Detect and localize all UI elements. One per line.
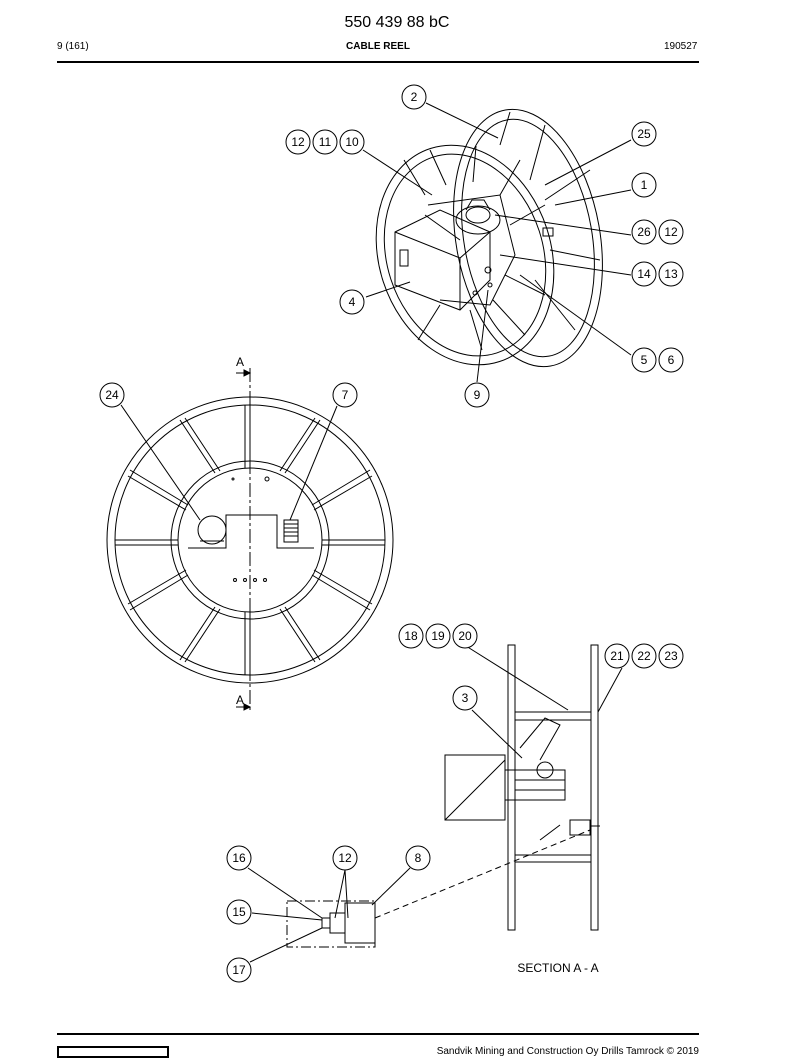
detail-view [286,829,591,948]
balloon-12-b: 12 [658,219,684,245]
section-mark-bottom: A [236,693,244,707]
balloon-23: 23 [658,643,684,669]
front-view [106,368,394,712]
svg-text:15: 15 [232,905,246,919]
svg-text:14: 14 [637,267,651,281]
leader-lines [120,102,632,963]
document-date: 190527 [664,41,698,52]
svg-text:18: 18 [404,629,418,643]
balloon-3: 3 [452,685,478,711]
balloon-24: 24 [99,382,125,408]
balloon-13: 13 [658,261,684,287]
balloon-11: 11 [312,129,338,155]
balloon-8: 8 [405,845,431,871]
section-view [444,644,600,931]
svg-text:4: 4 [349,295,356,309]
balloon-22: 22 [631,643,657,669]
svg-text:7: 7 [342,388,349,402]
svg-text:13: 13 [664,267,678,281]
balloon-14: 14 [631,261,657,287]
section-label: SECTION A - A [517,961,598,975]
header-divider [57,61,699,63]
balloon-26: 26 [631,219,657,245]
svg-text:26: 26 [637,225,651,239]
document-number: 550 439 88 bC [344,14,450,31]
brand-logo [57,1046,169,1058]
balloon-16: 16 [226,845,252,871]
svg-text:12: 12 [338,851,352,865]
balloon-25: 25 [631,121,657,147]
svg-text:21: 21 [610,649,624,663]
balloon-7: 7 [332,382,358,408]
balloon-2: 2 [401,84,427,110]
svg-text:11: 11 [319,135,332,149]
svg-text:10: 10 [345,135,359,149]
balloon-21: 21 [604,643,630,669]
footer-copyright: Sandvik Mining and Construction Oy Drill… [436,1046,699,1057]
balloon-18: 18 [398,623,424,649]
isometric-view [375,108,603,368]
svg-text:20: 20 [458,629,472,643]
balloon-4: 4 [339,289,365,315]
balloon-1: 1 [631,172,657,198]
footer-divider [57,1033,699,1035]
balloon-5: 5 [631,347,657,373]
balloon-17: 17 [226,957,252,983]
balloon-12-a: 12 [285,129,311,155]
svg-text:8: 8 [415,851,422,865]
svg-text:16: 16 [232,851,246,865]
svg-text:5: 5 [641,353,648,367]
balloon-9: 9 [464,382,490,408]
svg-text:25: 25 [637,127,651,141]
section-mark-top: A [236,355,244,369]
svg-text:6: 6 [668,353,675,367]
svg-text:9: 9 [474,388,481,402]
balloons: 2 12 11 10 25 1 26 12 14 13 4 5 6 9 24 7… [99,84,684,983]
page-title: CABLE REEL [346,41,410,52]
svg-text:12: 12 [664,225,678,239]
balloon-20: 20 [452,623,478,649]
svg-text:17: 17 [232,963,246,977]
balloon-6: 6 [658,347,684,373]
svg-text:23: 23 [664,649,678,663]
svg-text:1: 1 [641,178,648,192]
svg-text:22: 22 [637,649,651,663]
balloon-15: 15 [226,899,252,925]
svg-text:19: 19 [431,629,445,643]
svg-text:12: 12 [291,135,305,149]
page-number: 9 (161) [57,41,89,52]
svg-text:3: 3 [462,691,469,705]
balloon-19: 19 [425,623,451,649]
svg-text:24: 24 [105,388,119,402]
svg-text:2: 2 [411,90,418,104]
balloon-12-c: 12 [332,845,358,871]
balloon-10: 10 [339,129,365,155]
